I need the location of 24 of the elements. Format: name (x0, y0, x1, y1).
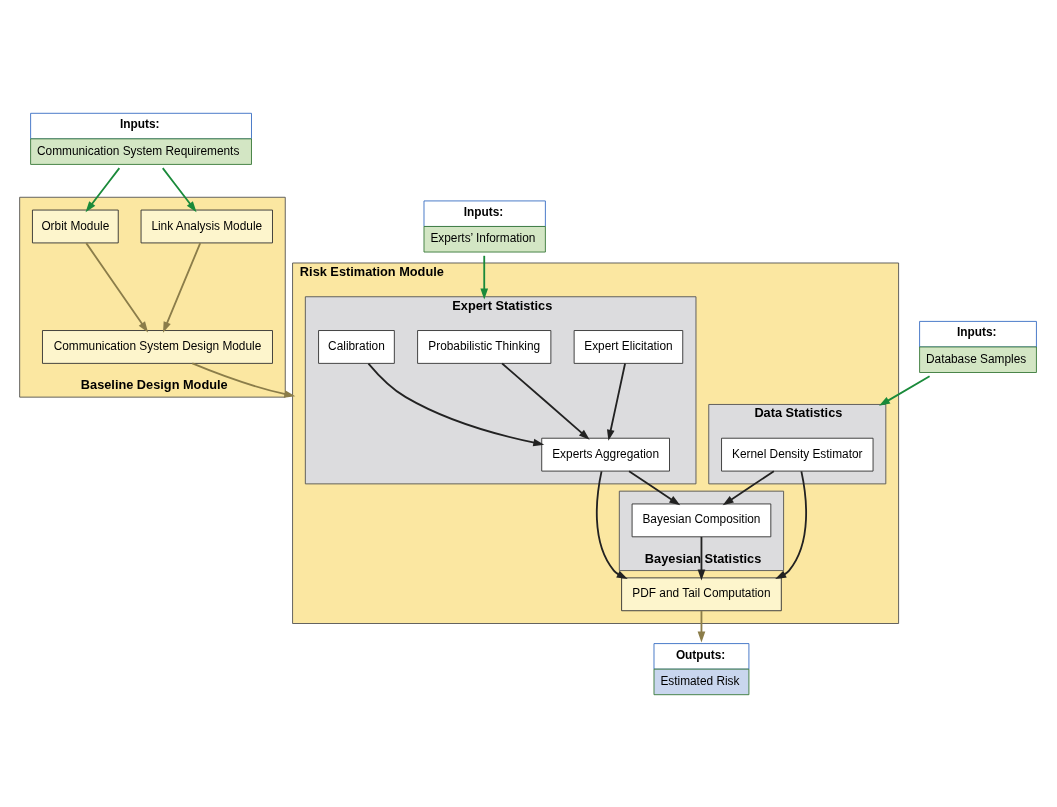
node-box: Expert Elicitation (573, 329, 684, 364)
arrow (697, 609, 706, 643)
node-box: Experts Aggregation (541, 437, 670, 472)
node-box: Bayesian Composition (631, 503, 772, 537)
arrow (480, 254, 489, 300)
arrow (775, 470, 807, 579)
node-box: PDF and Tail Computation (621, 576, 782, 611)
node-box: Probabilistic Thinking (417, 329, 552, 364)
arrow (85, 166, 121, 212)
node-box: Communication System Design Module (42, 329, 273, 364)
node-box: Link Analysis Module (140, 209, 273, 243)
arrow (85, 241, 149, 332)
arrow (879, 374, 931, 406)
arrow (606, 362, 626, 441)
arrow (367, 362, 545, 446)
node-box: Kernel Density Estimator (721, 437, 874, 472)
arrow (161, 166, 197, 212)
arrow (163, 241, 202, 333)
node-box: Calibration (318, 329, 395, 364)
arrow (595, 470, 628, 579)
arrow (697, 535, 706, 581)
arrow (501, 362, 590, 440)
arrow (191, 362, 296, 398)
node-box: Orbit Module (32, 209, 119, 243)
